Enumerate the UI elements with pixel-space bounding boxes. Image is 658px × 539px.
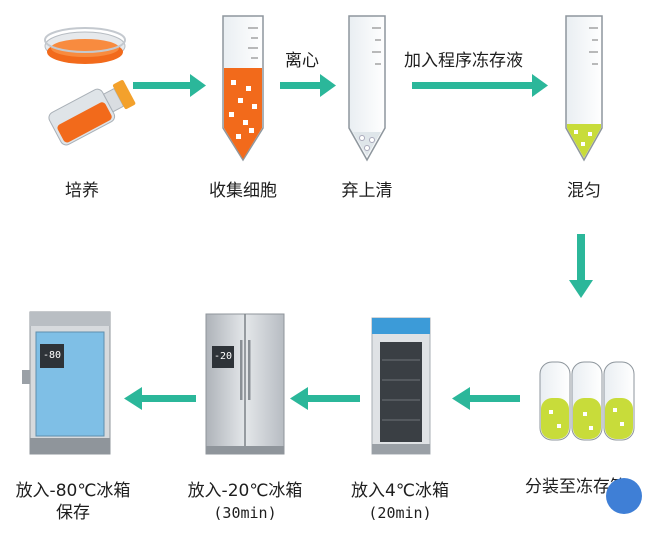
fridge-20c-icon bbox=[205, 313, 285, 455]
arrow-3 bbox=[412, 74, 548, 97]
arrow-left-3 bbox=[124, 387, 196, 410]
step-label-aliquot: 分装至冻存管 bbox=[525, 477, 627, 497]
arrow-down bbox=[569, 234, 593, 298]
step-label-fridge4-time: (20min) bbox=[368, 504, 432, 522]
arrow-label-centrifuge: 离心 bbox=[285, 51, 319, 71]
step-label-mix: 混匀 bbox=[567, 181, 601, 201]
step-label-culture: 培养 bbox=[65, 181, 99, 201]
fridge-20-display: -20 bbox=[213, 351, 233, 362]
arrow-left-1 bbox=[452, 387, 520, 410]
tube-discard-icon bbox=[348, 15, 386, 162]
culture-flask-icon bbox=[48, 80, 136, 146]
step-label-freezer80: 放入-80℃冰箱 bbox=[15, 481, 131, 501]
freezer-80c-icon bbox=[22, 311, 111, 455]
fridge-4c-icon bbox=[371, 317, 431, 455]
step-label-discard: 弃上清 bbox=[341, 181, 393, 201]
tube-collect-icon bbox=[222, 15, 264, 162]
cryovials-icon bbox=[539, 361, 635, 441]
step-label-fridge20-time: (30min) bbox=[213, 504, 277, 522]
tube-mix-icon bbox=[565, 15, 603, 162]
arrow-2 bbox=[280, 74, 336, 97]
arrow-label-add-medium: 加入程序冻存液 bbox=[404, 51, 523, 71]
arrow-1 bbox=[133, 74, 206, 97]
arrow-left-2 bbox=[290, 387, 360, 410]
petri-dish-icon bbox=[44, 27, 126, 64]
watermark-logo bbox=[606, 478, 642, 514]
freezer-80-display: -80 bbox=[42, 350, 62, 361]
step-label-freezer80-store: 保存 bbox=[56, 503, 90, 523]
step-label-collect: 收集细胞 bbox=[209, 181, 277, 201]
step-label-fridge4: 放入4℃冰箱 bbox=[351, 481, 449, 501]
step-label-fridge20: 放入-20℃冰箱 bbox=[187, 481, 303, 501]
